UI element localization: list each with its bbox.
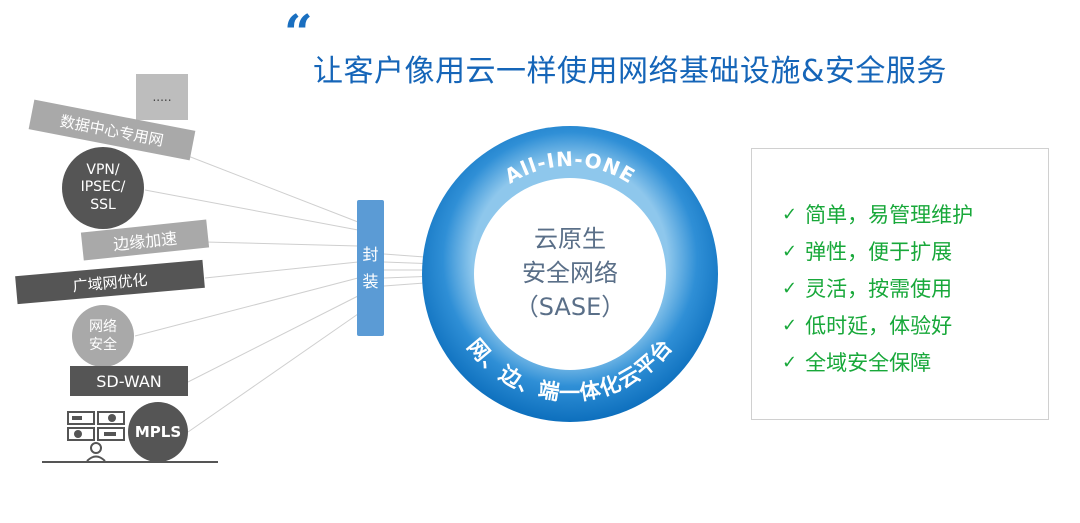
check-icon: ✓: [782, 203, 798, 225]
headline: 让客户像用云一样使用网络基础设施&安全服务: [313, 54, 947, 89]
benefit-label: 灵活，按需使用: [805, 277, 953, 301]
netsec-line-2: 安全: [89, 337, 117, 353]
benefit-label: 全域安全保障: [805, 351, 932, 375]
placeholder-block: .....: [136, 74, 188, 120]
encap-char-2: 装: [362, 272, 379, 291]
ground-line: [42, 461, 218, 463]
network-stack: ..... 数据中心专用网 VPN/ IPSEC/ SSL 边缘加速 广域网优化…: [0, 0, 260, 523]
benefit-label: 低时延，体验好: [805, 314, 953, 338]
check-icon: ✓: [782, 240, 798, 262]
benefit-label: 简单，易管理维护: [805, 203, 974, 227]
benefit-item: ✓ 简单，易管理维护: [782, 199, 973, 229]
benefits-box: ✓ 简单，易管理维护 ✓ 弹性，便于扩展 ✓ 灵活，按需使用 ✓ 低时延，体验好 ✓ 全域…: [751, 148, 1049, 420]
benefit-label: 弹性，便于扩展: [805, 240, 953, 264]
ring-inner: [474, 178, 666, 370]
benefit-item: ✓ 弹性，便于扩展: [782, 236, 952, 266]
wan-optimization-tag: 广域网优化: [15, 259, 205, 305]
benefit-item: ✓ 全域安全保障: [782, 347, 931, 377]
vpn-line-3: SSL: [90, 196, 116, 213]
network-security-circle: 网络 安全: [72, 305, 134, 367]
netsec-line-1: 网络: [89, 318, 117, 335]
encap-char-1: 封: [362, 244, 379, 264]
sase-ring: All-IN-ONE 网、边、端一体化云平台: [422, 126, 718, 422]
server-rack-user-icon: [67, 411, 125, 462]
quote-mark: “: [284, 3, 313, 62]
mpls-circle: MPLS: [128, 402, 188, 462]
benefit-item: ✓ 灵活，按需使用: [782, 273, 952, 303]
vpn-line-1: VPN/: [86, 161, 120, 178]
benefit-item: ✓ 低时延，体验好: [782, 310, 952, 340]
check-icon: ✓: [782, 351, 798, 373]
vpn-line-2: IPSEC/: [80, 179, 126, 196]
center-line-2: 安全网络: [522, 259, 618, 288]
center-line-3: （SASE）: [514, 293, 626, 322]
vpn-ipsec-ssl-circle: VPN/ IPSEC/ SSL: [62, 147, 144, 229]
sase-center-text: 云原生 安全网络 （SASE）: [490, 222, 650, 324]
center-line-1: 云原生: [534, 225, 606, 253]
sd-wan-tag: SD-WAN: [70, 366, 188, 396]
check-icon: ✓: [782, 277, 798, 299]
encapsulation-bar: 封 装: [357, 200, 384, 336]
check-icon: ✓: [782, 314, 798, 336]
